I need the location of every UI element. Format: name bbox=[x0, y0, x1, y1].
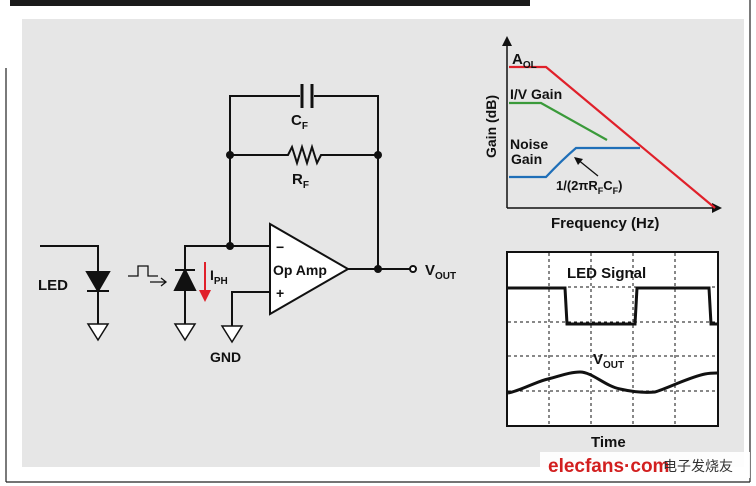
photocurrent-arrow bbox=[199, 262, 211, 302]
noise-gain-curve bbox=[509, 146, 640, 179]
circuit-schematic bbox=[40, 84, 417, 344]
y-axis-arrow bbox=[502, 36, 512, 46]
output-terminal bbox=[409, 265, 417, 273]
bode-plot bbox=[502, 36, 722, 213]
iph-label: IPH bbox=[210, 267, 228, 287]
junction-dot bbox=[226, 151, 234, 159]
opamp-label: Op Amp bbox=[273, 262, 327, 278]
junction-dot bbox=[374, 151, 382, 159]
bode-y-axis-label: Gain (dB) bbox=[483, 95, 499, 158]
junction-dot bbox=[374, 265, 382, 273]
led-label: LED bbox=[38, 277, 68, 294]
watermark-logo: elecfans·com 电子发烧友 bbox=[540, 452, 750, 478]
gnd-symbol-led bbox=[86, 323, 110, 342]
corner-pointer-head bbox=[574, 157, 583, 165]
cap-label: CF bbox=[291, 112, 308, 132]
led-diode bbox=[85, 271, 111, 293]
noninverting-input-sign: + bbox=[276, 285, 284, 301]
gnd-symbol-opamp bbox=[220, 325, 244, 344]
photodiode-wire bbox=[184, 245, 270, 270]
light-arrow-icon bbox=[150, 277, 168, 287]
gnd-label: GND bbox=[210, 349, 241, 365]
timing-vout-label: VOUT bbox=[593, 351, 624, 371]
led-signal-waveform bbox=[508, 286, 717, 326]
iv-gain-label: I/V Gain bbox=[510, 86, 562, 102]
led-wire-top bbox=[40, 245, 99, 272]
junction-dots bbox=[226, 151, 382, 273]
x-axis-arrow bbox=[712, 203, 722, 213]
top-title-bar bbox=[10, 0, 530, 6]
gnd-symbol-photodiode bbox=[173, 323, 197, 342]
resistor bbox=[230, 143, 378, 167]
aol-label: AOL bbox=[512, 51, 537, 71]
bode-x-axis-label: Frequency (Hz) bbox=[551, 215, 659, 232]
light-pulse-icon bbox=[128, 265, 158, 277]
noninv-input-wire bbox=[231, 291, 270, 326]
bode-axes bbox=[502, 36, 722, 213]
corner-frequency-label: 1/(2πRFCF) bbox=[556, 178, 622, 196]
timing-x-axis-label: Time bbox=[591, 434, 626, 451]
watermark-text: elecfans·com bbox=[548, 456, 669, 477]
res-label: RF bbox=[292, 171, 309, 191]
noise-gain-label-1: Noise bbox=[510, 136, 548, 152]
cap-left-wire bbox=[229, 95, 300, 155]
aol-curve bbox=[509, 65, 716, 209]
junction-dot bbox=[226, 242, 234, 250]
cap-right-wire bbox=[314, 95, 379, 155]
opamp-triangle bbox=[269, 222, 351, 316]
noise-gain-label-2: Gain bbox=[511, 151, 542, 167]
led-signal-label: LED Signal bbox=[567, 265, 646, 282]
iv-gain-curve bbox=[509, 101, 608, 141]
inverting-input-sign: − bbox=[276, 239, 284, 255]
timing-box bbox=[506, 251, 719, 427]
vout-waveform bbox=[507, 370, 718, 395]
watermark-cn: 电子发烧友 bbox=[663, 459, 733, 475]
vout-label: VOUT bbox=[425, 262, 456, 282]
